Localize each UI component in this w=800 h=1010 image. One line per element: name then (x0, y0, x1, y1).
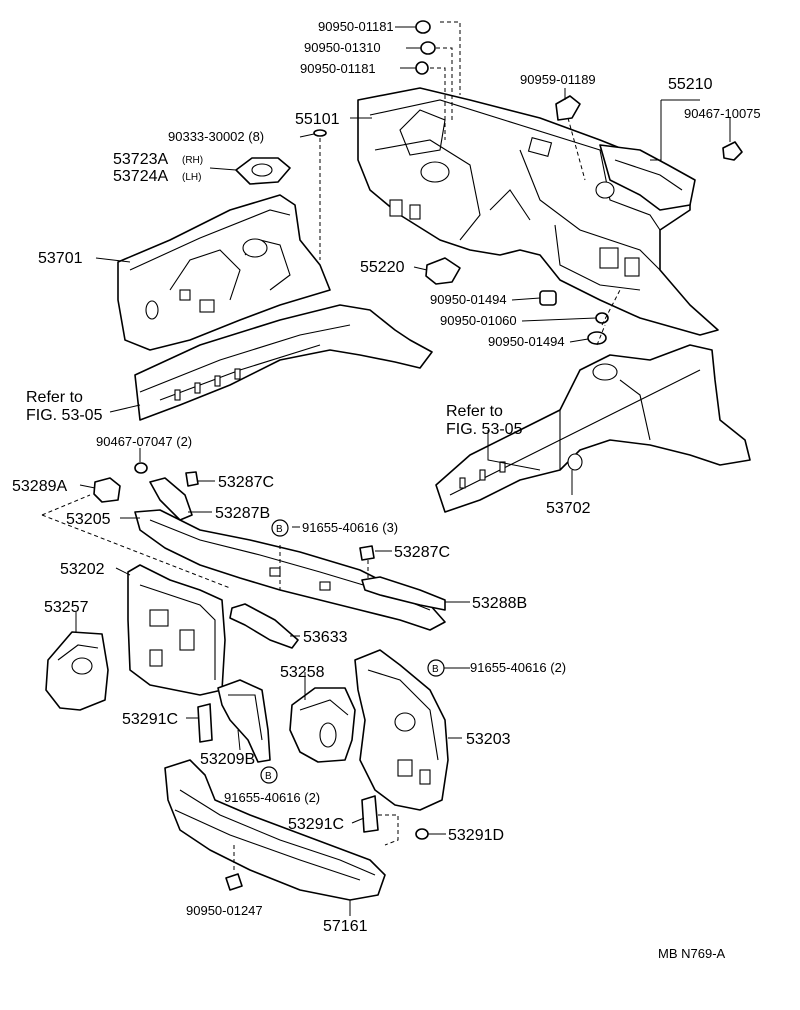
label-53287C-a: 53287C (218, 474, 274, 491)
b-marker-2-label: B (432, 664, 439, 675)
label-90467-07047: 90467-07047 (2) (96, 434, 192, 449)
side-panel-53203[interactable] (354, 649, 449, 811)
bracket-53291C-a[interactable] (197, 703, 213, 743)
refer-label-right-2: FIG. 53-05 (446, 421, 523, 438)
label-53258: 53258 (280, 664, 325, 681)
label-53257: 53257 (44, 599, 89, 616)
plug-90950-01247[interactable] (225, 873, 243, 891)
b-marker-3: B (260, 766, 278, 784)
label-53288B: 53288B (472, 595, 527, 612)
side-member-53702[interactable] (435, 344, 751, 513)
label-53205: 53205 (66, 511, 111, 528)
plug-90950-01494-a[interactable] (539, 290, 557, 306)
plug-90950-01494-b[interactable] (587, 331, 607, 345)
bracket-53291C-b[interactable] (361, 795, 379, 833)
label-53723A: 53723A (113, 151, 168, 168)
label-53702: 53702 (546, 500, 591, 517)
label-53287B: 53287B (215, 505, 270, 522)
label-55101: 55101 (295, 111, 340, 128)
plug-90950-01060[interactable] (595, 312, 609, 324)
label-53203: 53203 (466, 731, 511, 748)
rail-53701-lower[interactable] (134, 304, 433, 421)
label-53287C-b: 53287C (394, 544, 450, 561)
b-marker-1: B (271, 519, 289, 537)
label-53289A: 53289A (12, 478, 67, 495)
side-panel-53202[interactable] (127, 564, 226, 696)
plug-90950-01310[interactable] (420, 41, 436, 55)
label-53291C-a: 53291C (122, 711, 178, 728)
block-53289A[interactable] (93, 477, 121, 503)
b-marker-2: B (427, 659, 445, 677)
label-90333-30002: 90333-30002 (8) (168, 129, 264, 144)
bracket-53287B[interactable] (149, 477, 193, 521)
piece-53257[interactable] (45, 631, 109, 711)
label-90950-01060: 90950-01060 (440, 313, 517, 328)
plug-90950-01181-b[interactable] (415, 61, 429, 75)
label-55220: 55220 (360, 259, 405, 276)
label-57161: 57161 (323, 918, 368, 935)
label-91655-40616-2a: 91655-40616 (2) (470, 660, 566, 675)
pad-55220[interactable] (425, 257, 461, 285)
label-53701: 53701 (38, 250, 83, 267)
refer-label-right-1: Refer to (446, 403, 503, 420)
label-53724A-side: (LH) (182, 172, 201, 183)
label-90950-01247: 90950-01247 (186, 903, 263, 918)
label-53291C-b: 53291C (288, 816, 344, 833)
label-53291D: 53291D (448, 827, 504, 844)
label-90950-01181-b: 90950-01181 (300, 61, 376, 76)
diagram-code: MB N769-A (658, 946, 726, 961)
cross-member-57161[interactable] (164, 759, 386, 901)
label-90959-01189: 90959-01189 (520, 72, 596, 87)
refer-label-left-2: FIG. 53-05 (26, 407, 103, 424)
label-90950-01494-b: 90950-01494 (488, 334, 565, 349)
side-member-53701[interactable] (117, 194, 331, 351)
bracket-53209B[interactable] (217, 679, 271, 763)
label-53723A-side: (RH) (182, 155, 203, 166)
piece-53258[interactable] (289, 687, 356, 763)
label-53209B: 53209B (200, 751, 255, 768)
bolt-90333-30002[interactable] (313, 129, 327, 137)
label-53633: 53633 (303, 629, 348, 646)
clip-53287C-b[interactable] (359, 545, 375, 561)
label-91655-40616-3: 91655-40616 (3) (302, 520, 398, 535)
label-90467-10075: 90467-10075 (684, 106, 761, 121)
grommet-90959-01189[interactable] (555, 95, 581, 121)
plate-53723A[interactable] (235, 157, 291, 185)
clip-53287C-a[interactable] (185, 471, 199, 487)
refer-label-left-1: Refer to (26, 389, 83, 406)
plug-90950-01181-a[interactable] (415, 20, 431, 34)
bracket-53633[interactable] (229, 603, 299, 649)
clip-90467-10075[interactable] (722, 141, 743, 161)
label-90950-01310: 90950-01310 (304, 40, 381, 55)
label-55210: 55210 (668, 76, 713, 93)
panel-55210[interactable] (599, 144, 696, 211)
clip-53291D[interactable] (415, 828, 429, 840)
label-90950-01494-a: 90950-01494 (430, 292, 507, 307)
label-53724A: 53724A (113, 168, 168, 185)
b-marker-1-label: B (276, 524, 283, 535)
b-marker-3-label: B (265, 771, 272, 782)
label-53202: 53202 (60, 561, 105, 578)
bracket-53288B[interactable] (361, 576, 446, 611)
label-90950-01181-a: 90950-01181 (318, 19, 394, 34)
label-91655-40616-2b: 91655-40616 (2) (224, 790, 320, 805)
clip-90467-07047[interactable] (134, 462, 148, 474)
dash-panel-55101[interactable] (357, 87, 719, 336)
